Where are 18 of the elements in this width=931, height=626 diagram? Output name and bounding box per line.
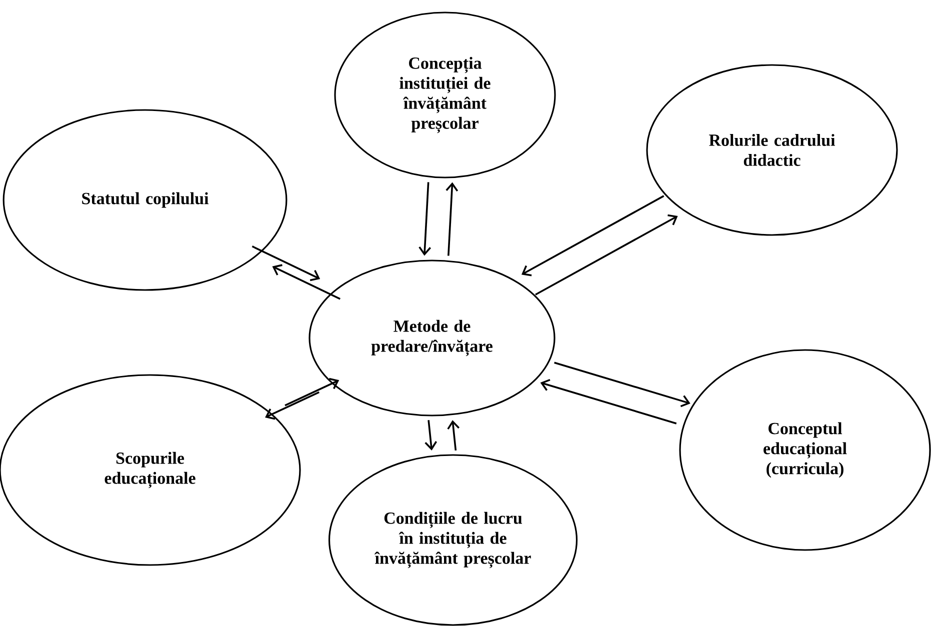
ellipse-node: Conceptul educațional (curricula) [679, 349, 931, 551]
ellipse-node: Statutul copilului [2, 109, 288, 291]
arrow [554, 362, 690, 408]
ellipse-node: Condițiile de lucru în instituția de învățământ preșcolar [328, 454, 578, 626]
arrow [418, 182, 432, 256]
arrow [522, 195, 664, 276]
arrow [284, 378, 340, 406]
arrow [272, 264, 340, 300]
arrow [265, 391, 320, 420]
arrow [424, 420, 438, 450]
ellipse-node: Rolurile cadrului didactic [646, 64, 898, 236]
arrow [540, 378, 677, 424]
arrow [446, 182, 458, 256]
arrow [252, 246, 320, 282]
ellipse-node: Concepția instituției de învățământ preșcolar [334, 12, 556, 178]
arrow [447, 420, 460, 451]
arrow [535, 214, 678, 296]
ellipse-node: Metode de predare/învățare [308, 260, 556, 416]
